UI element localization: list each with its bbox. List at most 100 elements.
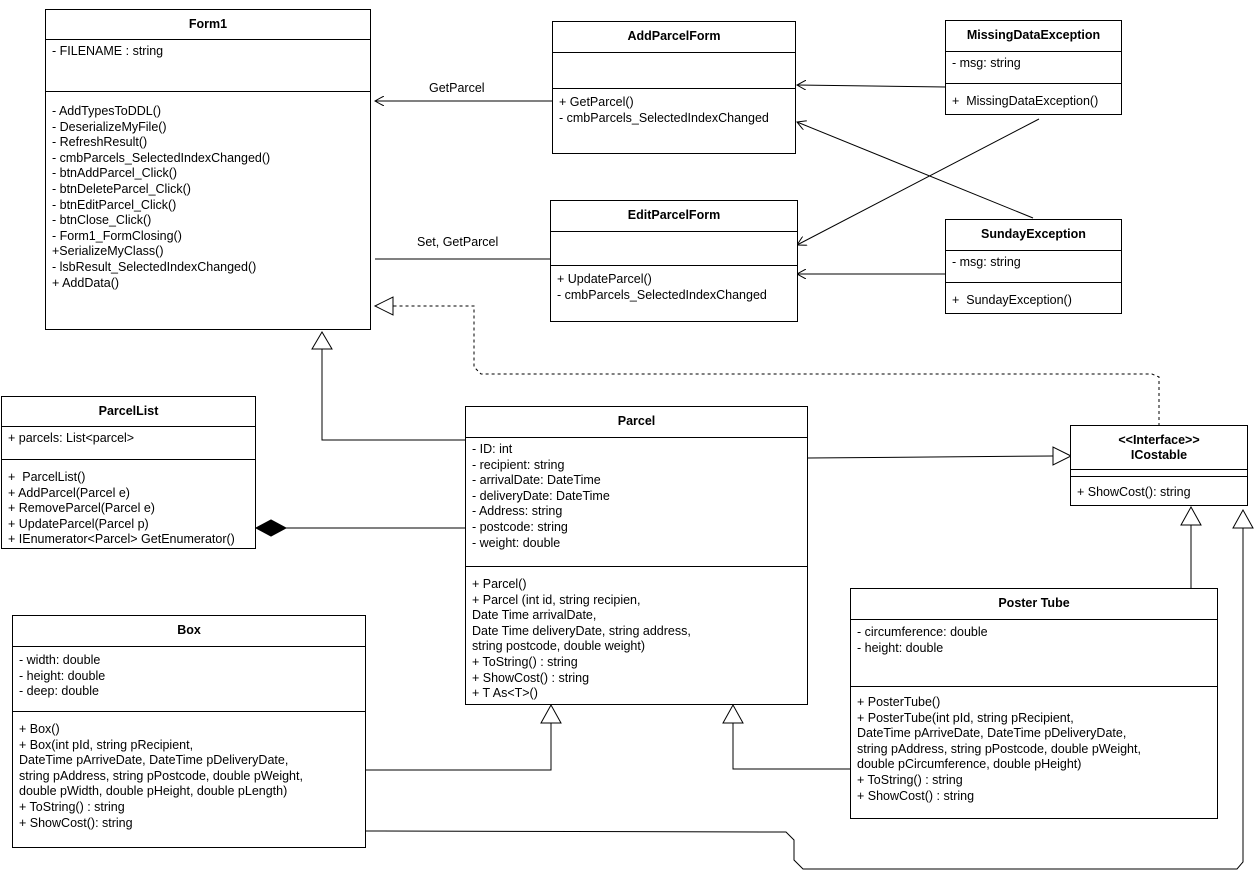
operation-line: + RemoveParcel(Parcel e) bbox=[8, 501, 155, 516]
operation-line: + UpdateParcel() bbox=[557, 272, 652, 286]
operation-line: + Parcel (int id, string recipien, bbox=[472, 592, 641, 607]
attribute-line: - FILENAME : string bbox=[52, 44, 164, 58]
dependency-edge-sunday-addparcel bbox=[797, 122, 1034, 219]
operation-line: Date Time deliveryDate, string address, bbox=[472, 623, 691, 638]
dependency-edge-missingdata-editparcel bbox=[797, 118, 1040, 245]
operation-line: +SerializeMyClass() bbox=[52, 244, 164, 259]
operation-line: + ToString() : string bbox=[472, 654, 578, 669]
operation-line: + Parcel() bbox=[472, 577, 527, 591]
operation-line: - RefreshResult() bbox=[52, 135, 148, 150]
class-name-form1: Form1 bbox=[188, 16, 228, 31]
generalization-edge-box-parcel bbox=[366, 723, 552, 771]
operation-line: + ShowCost() : string bbox=[857, 788, 975, 803]
class-parcel-list[interactable]: ParcelList + parcels: List<parcel> + Par… bbox=[1, 396, 256, 549]
class-form1[interactable]: Form1 - FILENAME : string - AddTypesToDD… bbox=[45, 9, 371, 330]
attribute-line: - msg: string bbox=[952, 255, 1021, 269]
operation-line: - cmbParcels_SelectedIndexChanged bbox=[559, 110, 769, 125]
generalization-edge-parcel-form1 bbox=[321, 349, 466, 441]
attribute-line: - width: double bbox=[19, 653, 101, 667]
operation-line: + ToString() : string bbox=[19, 799, 125, 814]
realization-edge-box-icostable bbox=[365, 528, 1244, 870]
attribute-line: - Address: string bbox=[472, 504, 563, 519]
operation-line: double pWidth, double pHeight, double pL… bbox=[19, 784, 288, 799]
operation-line: - btnEditParcel_Click() bbox=[52, 197, 177, 212]
operation-line: + ShowCost(): string bbox=[19, 815, 133, 830]
generalization-arrowhead-form1 bbox=[311, 331, 333, 350]
operation-line: DateTime pArriveDate, DateTime pDelivery… bbox=[19, 753, 289, 768]
class-name-parcel: Parcel bbox=[617, 414, 656, 429]
attribute-line: - arrivalDate: DateTime bbox=[472, 473, 601, 488]
operation-line: + PosterTube() bbox=[857, 695, 941, 709]
class-name-edit-parcel-form: EditParcelForm bbox=[627, 208, 721, 223]
class-add-parcel-form[interactable]: AddParcelForm + GetParcel() - cmbParcels… bbox=[552, 21, 796, 154]
operation-line: - Form1_FormClosing() bbox=[52, 228, 182, 243]
operation-line: - DeserializeMyFile() bbox=[52, 119, 167, 134]
attribute-line: - ID: int bbox=[472, 442, 513, 456]
operation-line: Date Time arrivalDate, bbox=[472, 608, 597, 623]
attribute-line: - recipient: string bbox=[472, 457, 565, 472]
attribute-line: - deep: double bbox=[19, 684, 99, 699]
attribute-line: - circumference: double bbox=[857, 625, 988, 639]
operation-line: string postcode, double weight) bbox=[472, 639, 646, 654]
operation-line: + GetParcel() bbox=[559, 95, 634, 109]
class-name-missing-data-exception: MissingDataException bbox=[966, 28, 1101, 43]
operation-line: + AddData() bbox=[52, 275, 120, 290]
operation-line: string pAddress, string pPostcode, doubl… bbox=[857, 741, 1141, 756]
operation-line: - cmbParcels_SelectedIndexChanged bbox=[557, 287, 767, 302]
class-name-box: Box bbox=[177, 623, 201, 638]
generalization-arrowhead-postertube bbox=[722, 703, 744, 724]
class-poster-tube[interactable]: Poster Tube - circumference: double - he… bbox=[850, 588, 1218, 819]
realization-edge-icostable-form1 bbox=[393, 305, 1160, 426]
class-name-parcel-list: ParcelList bbox=[98, 403, 159, 418]
operation-line: + ToString() : string bbox=[857, 772, 963, 787]
edge-label-set-getparcel: Set, GetParcel bbox=[417, 235, 499, 249]
interface-icostable[interactable]: <<Interface>> ICostable + ShowCost(): st… bbox=[1070, 425, 1248, 506]
operation-line: + MissingDataException() bbox=[952, 94, 1099, 108]
operation-line: string pAddress, string pPostcode, doubl… bbox=[19, 768, 303, 783]
operation-line: + AddParcel(Parcel e) bbox=[8, 485, 130, 500]
class-missing-data-exception[interactable]: MissingDataException - msg: string + Mis… bbox=[945, 20, 1122, 115]
realization-arrowhead-form1 bbox=[373, 296, 394, 316]
operation-line: + UpdateParcel(Parcel p) bbox=[8, 516, 149, 531]
operation-line: + ShowCost(): string bbox=[1077, 485, 1191, 499]
operation-line: + ShowCost() : string bbox=[472, 670, 590, 685]
operation-line: + PosterTube(int pId, string pRecipient, bbox=[857, 710, 1074, 725]
class-name-icostable: ICostable bbox=[1130, 447, 1188, 462]
edge-label-getparcel: GetParcel bbox=[429, 81, 485, 95]
attribute-line: - height: double bbox=[19, 668, 106, 683]
operation-line: - lsbResult_SelectedIndexChanged() bbox=[52, 259, 257, 274]
operation-line: + Box(int pId, string pRecipient, bbox=[19, 737, 194, 752]
operation-line: DateTime pArriveDate, DateTime pDelivery… bbox=[857, 726, 1127, 741]
operation-line: + ParcelList() bbox=[8, 470, 86, 484]
attribute-line: - msg: string bbox=[952, 56, 1021, 70]
operation-line: - cmbParcels_SelectedIndexChanged() bbox=[52, 150, 271, 165]
realization-arrowhead-box bbox=[1232, 508, 1254, 529]
generalization-arrowhead-box bbox=[540, 703, 562, 724]
operation-line: - btnDeleteParcel_Click() bbox=[52, 181, 191, 196]
operation-line: - AddTypesToDDL() bbox=[52, 104, 162, 118]
class-name-poster-tube: Poster Tube bbox=[998, 596, 1070, 611]
class-parcel[interactable]: Parcel - ID: int - recipient: string - a… bbox=[465, 406, 808, 705]
realization-edge-parcel-icostable bbox=[807, 455, 1054, 459]
dependency-edge-missingdata-addparcel bbox=[797, 85, 947, 87]
class-name-add-parcel-form: AddParcelForm bbox=[627, 29, 721, 44]
generalization-edge-postertube-parcel bbox=[732, 723, 851, 770]
composition-diamond bbox=[254, 519, 288, 537]
realization-arrowhead-postertube bbox=[1180, 505, 1202, 526]
class-name-sunday-exception: SundayException bbox=[981, 227, 1086, 242]
attribute-line: - postcode: string bbox=[472, 519, 568, 534]
operation-line: + SundayException() bbox=[952, 293, 1072, 307]
attribute-line: - weight: double bbox=[472, 535, 561, 550]
attribute-line: + parcels: List<parcel> bbox=[8, 431, 135, 445]
class-box[interactable]: Box - width: double - height: double - d… bbox=[12, 615, 366, 848]
class-sunday-exception[interactable]: SundayException - msg: string + SundayEx… bbox=[945, 219, 1122, 314]
realization-arrowhead-icostable bbox=[1052, 446, 1073, 466]
operation-line: + T As<T>() bbox=[472, 686, 538, 701]
operation-line: + IEnumerator<Parcel> GetEnumerator() bbox=[8, 532, 235, 547]
class-edit-parcel-form[interactable]: EditParcelForm + UpdateParcel() - cmbPar… bbox=[550, 200, 798, 322]
interface-stereotype: <<Interface>> bbox=[1118, 432, 1200, 447]
operation-line: - btnClose_Click() bbox=[52, 213, 152, 228]
attribute-line: - height: double bbox=[857, 640, 944, 655]
operation-line: + Box() bbox=[19, 722, 60, 736]
